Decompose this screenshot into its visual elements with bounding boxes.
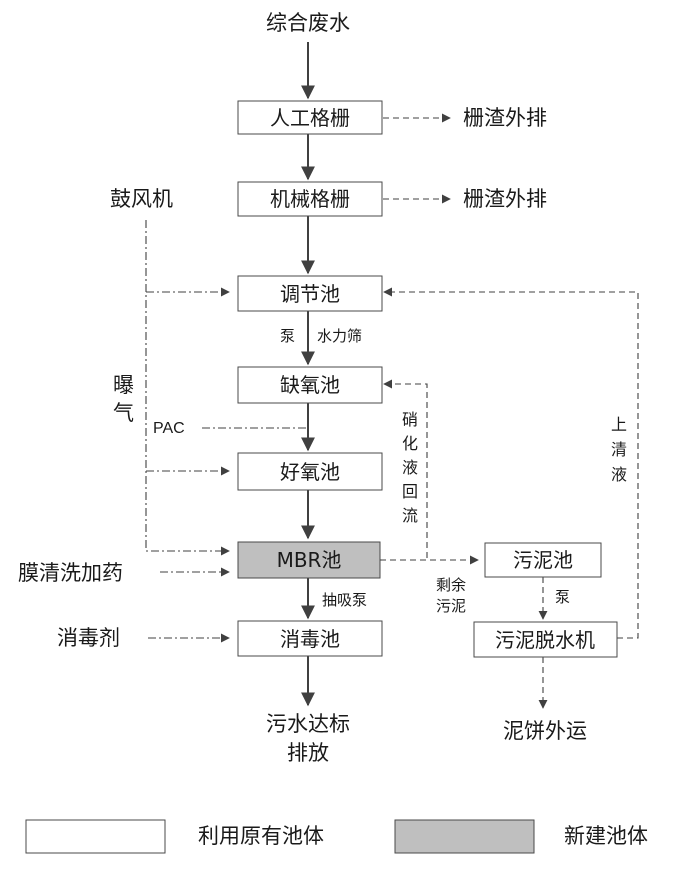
box-anoxic: 缺氧池: [237, 366, 383, 404]
legend-label-existing: 利用原有池体: [198, 824, 324, 848]
screenings-out-label-2: 栅渣外排: [463, 187, 547, 211]
nitrate-recycle-char: 回: [402, 482, 418, 501]
disinfectant-label: 消毒剂: [57, 626, 120, 650]
wastewater-label: 综合废水: [266, 11, 350, 35]
equalization-label: 调节池: [280, 282, 340, 306]
membrane-cleaning-label: 膜清洗加药: [18, 561, 123, 585]
nitrate-recycle-char: 硝: [402, 410, 418, 429]
supernatant-char: 液: [611, 465, 627, 484]
box-mech-screen: 机械格栅: [237, 181, 383, 217]
blower-label: 鼓风机: [110, 187, 173, 211]
box-manual-screen: 人工格栅: [237, 100, 383, 135]
excess-sludge-label-1: 剩余: [436, 576, 466, 594]
dewatering-label: 污泥脱水机: [495, 628, 595, 652]
box-mbr: MBR池: [237, 541, 381, 579]
nitrate-recycle-char: 化: [402, 434, 418, 453]
flow-supernatant-return: [383, 287, 639, 639]
cake-out-label: 泥饼外运: [503, 719, 587, 743]
flow-pac-dosing: [202, 427, 313, 449]
nitrate-recycle-label: 硝 化 液 回 流: [402, 410, 418, 525]
mbr-label: MBR池: [277, 548, 342, 572]
box-dewatering: 污泥脱水机: [473, 621, 618, 658]
legend-swatch-new: [394, 819, 535, 854]
supernatant-char: 清: [611, 440, 627, 459]
nitrate-recycle-char: 液: [402, 458, 418, 477]
aeration-label-2: 气: [113, 401, 134, 425]
pac-label: PAC: [153, 420, 185, 437]
disinfection-label: 消毒池: [280, 627, 340, 651]
supernatant-label: 上 清 液: [611, 415, 627, 484]
legend: 利用原有池体 新建池体: [25, 819, 648, 854]
mech-screen-label: 机械格栅: [270, 187, 350, 211]
aerobic-label: 好氧池: [280, 460, 340, 484]
discharge-label-2: 排放: [287, 741, 329, 765]
pump-label: 泵: [280, 327, 295, 345]
legend-swatch-existing: [25, 819, 166, 854]
box-aerobic: 好氧池: [237, 452, 383, 491]
box-equalization: 调节池: [237, 275, 383, 312]
hydro-sieve-label: 水力筛: [317, 327, 362, 345]
supernatant-char: 上: [611, 415, 627, 434]
manual-screen-label: 人工格栅: [270, 106, 350, 130]
sludge-tank-label: 污泥池: [513, 548, 573, 572]
box-sludge-tank: 污泥池: [484, 542, 602, 578]
sludge-pump-label: 泵: [555, 588, 570, 606]
box-disinfection: 消毒池: [237, 620, 383, 657]
anoxic-label: 缺氧池: [280, 373, 340, 397]
discharge-label-1: 污水达标: [266, 712, 350, 736]
screenings-out-label-1: 栅渣外排: [463, 106, 547, 130]
legend-label-new: 新建池体: [564, 824, 648, 848]
nitrate-recycle-char: 流: [402, 506, 418, 525]
flow-blower-aeration-trunk: [145, 220, 230, 556]
excess-sludge-label-2: 污泥: [436, 597, 466, 615]
aeration-label-1: 曝: [113, 373, 134, 397]
suction-pump-label: 抽吸泵: [322, 591, 367, 609]
flow-nitrate-recycle: [383, 379, 428, 558]
